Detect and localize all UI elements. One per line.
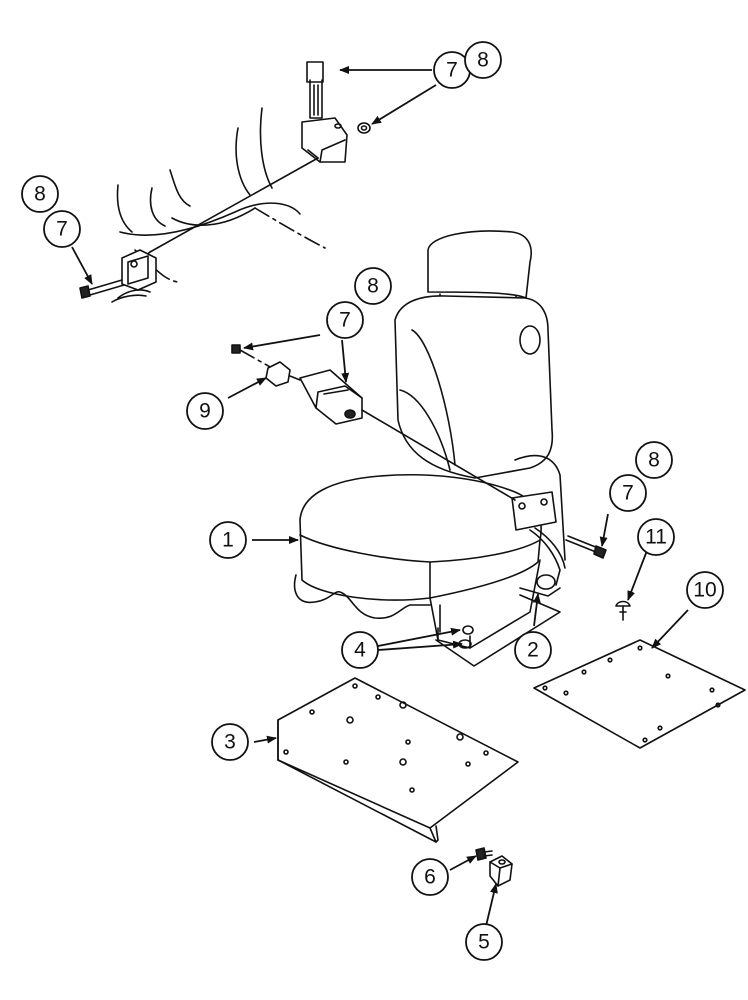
callout-label: 1: [222, 529, 234, 552]
callout-c7b: 7: [43, 210, 81, 248]
bolt-6: [475, 847, 493, 861]
callout-label: 8: [648, 449, 660, 472]
callout-c6: 6: [411, 858, 449, 896]
callout-label: 7: [339, 309, 351, 332]
callout-c7d: 7: [609, 474, 647, 512]
callout-label: 3: [224, 731, 236, 754]
callout-label: 8: [367, 275, 379, 298]
upper-left-bolt: [79, 279, 125, 299]
upper-left-anchor-bracket: [111, 249, 157, 303]
callout-c8c: 8: [354, 267, 392, 305]
mounting-plate: [277, 677, 519, 843]
callout-label: 5: [478, 931, 490, 954]
belt-webbing-line: [137, 157, 319, 263]
callout-label: 8: [34, 183, 46, 206]
callout-label: 11: [645, 526, 667, 549]
leader-lines: [71, 66, 689, 927]
callout-label: 7: [56, 218, 68, 241]
upper-seat-belt-retractor: [301, 61, 348, 163]
upper-belt-washer: [357, 122, 371, 134]
callout-c9: 9: [186, 392, 224, 430]
callout-label: 2: [527, 639, 539, 662]
callout-c4: 4: [341, 631, 379, 669]
callout-c8d: 8: [635, 441, 673, 479]
callout-label: 8: [477, 49, 489, 72]
callout-c3: 3: [211, 723, 249, 761]
callout-label: 10: [693, 579, 716, 602]
callout-c10: 10: [686, 571, 724, 609]
callout-c5: 5: [465, 923, 503, 961]
callout-label: 7: [622, 482, 634, 505]
nut-5: [489, 855, 513, 887]
callout-c2: 2: [514, 631, 552, 669]
floor-mat: [533, 639, 746, 749]
callout-c7c: 7: [326, 301, 364, 339]
lower-right-bolt: [565, 535, 607, 559]
callout-c8b: 8: [21, 175, 59, 213]
callout-c1: 1: [209, 521, 247, 559]
callout-label: 9: [199, 400, 211, 423]
callout-label: 6: [424, 866, 436, 889]
screw-11: [615, 600, 631, 621]
belt-buckle-assembly: [231, 344, 516, 501]
callout-c8a: 8: [464, 41, 502, 79]
callout-label: 4: [354, 639, 366, 662]
callout-c11: 11: [637, 518, 675, 556]
seat: [293, 230, 566, 667]
callout-label: 7: [446, 59, 458, 82]
callout-c7a: 7: [433, 51, 471, 89]
